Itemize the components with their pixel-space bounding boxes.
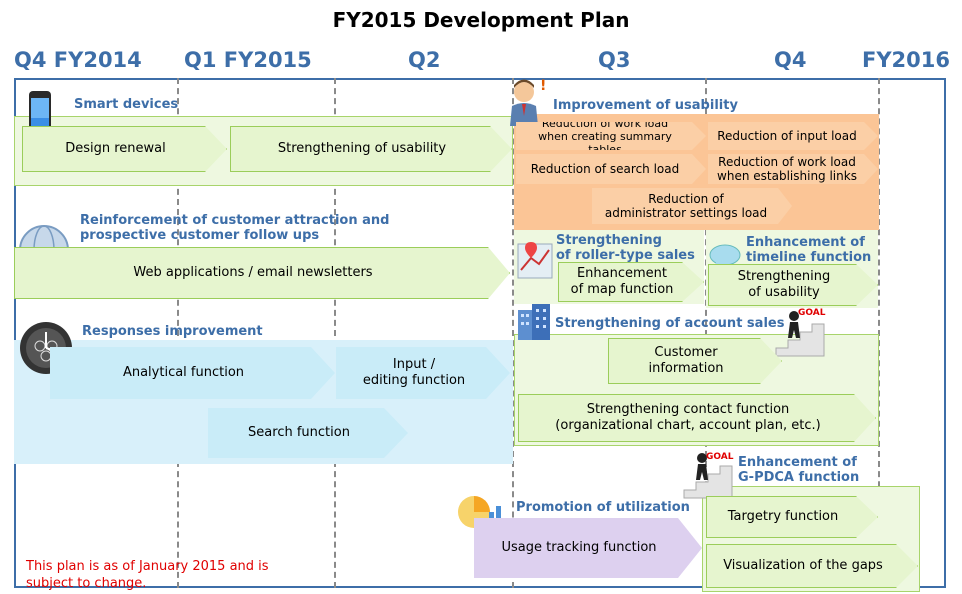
search-function-arrow: Search function [208, 408, 408, 458]
quarter-label: Q4 FY2014 [14, 48, 142, 72]
section-label-customer: Reinforcement of customer attraction and… [80, 213, 390, 243]
quarter-label: Q1 FY2015 [184, 48, 312, 72]
design-renewal-arrow: Design renewal [22, 126, 227, 172]
quarter-divider [878, 78, 880, 588]
section-label-smart-devices: Smart devices [74, 97, 179, 112]
usage-tracking-arrow: Usage tracking function [474, 518, 702, 578]
quarter-label: Q4 [774, 48, 807, 72]
customer-information-arrow: Customer information [608, 338, 782, 384]
section-label-account: Strengthening of account sales [555, 316, 785, 331]
goal-label: GOAL [798, 308, 826, 318]
section-label-roller: Strengthening of roller-type sales [556, 233, 695, 263]
section-label-timeline: Enhancement of timeline function [746, 235, 872, 265]
stairs-goal-icon [682, 450, 742, 500]
strengthening-usability-arrow: Strengthening of usability [230, 126, 512, 172]
section-label-gpdca: Enhancement of G-PDCA function [738, 455, 860, 485]
quarter-label: Q2 [408, 48, 441, 72]
goal-label: GOAL [706, 452, 734, 462]
quarter-divider [512, 78, 514, 588]
stairs-goal-icon [770, 306, 844, 358]
quarter-label: FY2016 [862, 48, 950, 72]
timeline-frame [14, 78, 946, 588]
analytical-function-arrow: Analytical function [50, 347, 335, 399]
contact-function-arrow: Strengthening contact function(organizat… [518, 394, 876, 442]
building-icon [516, 304, 552, 340]
quarter-divider [705, 78, 707, 588]
svg-text:!: ! [540, 78, 546, 94]
businessman-icon: ! [502, 76, 550, 128]
disclaimer-note: This plan is as of January 2015 and is s… [26, 559, 269, 591]
input-load-arrow: Reduction of input load [708, 122, 878, 150]
section-label-responses: Responses improvement [82, 324, 263, 339]
quarter-label: Q3 [598, 48, 631, 72]
input-editing-arrow: Input /editing function [336, 347, 510, 399]
section-label-utilization: Promotion of utilization [516, 500, 690, 515]
map-icon [517, 240, 553, 280]
quarter-divider [334, 78, 336, 588]
search-load-arrow: Reduction of search load [516, 154, 706, 184]
targetry-function-arrow: Targetry function [706, 496, 878, 538]
visualization-gaps-arrow: Visualization of the gaps [706, 544, 918, 588]
page-title: FY2015 Development Plan [332, 8, 630, 32]
section-label-usability: Improvement of usability [553, 98, 738, 113]
web-applications-arrow: Web applications / email newsletters [14, 247, 510, 299]
quarter-divider [177, 78, 179, 588]
